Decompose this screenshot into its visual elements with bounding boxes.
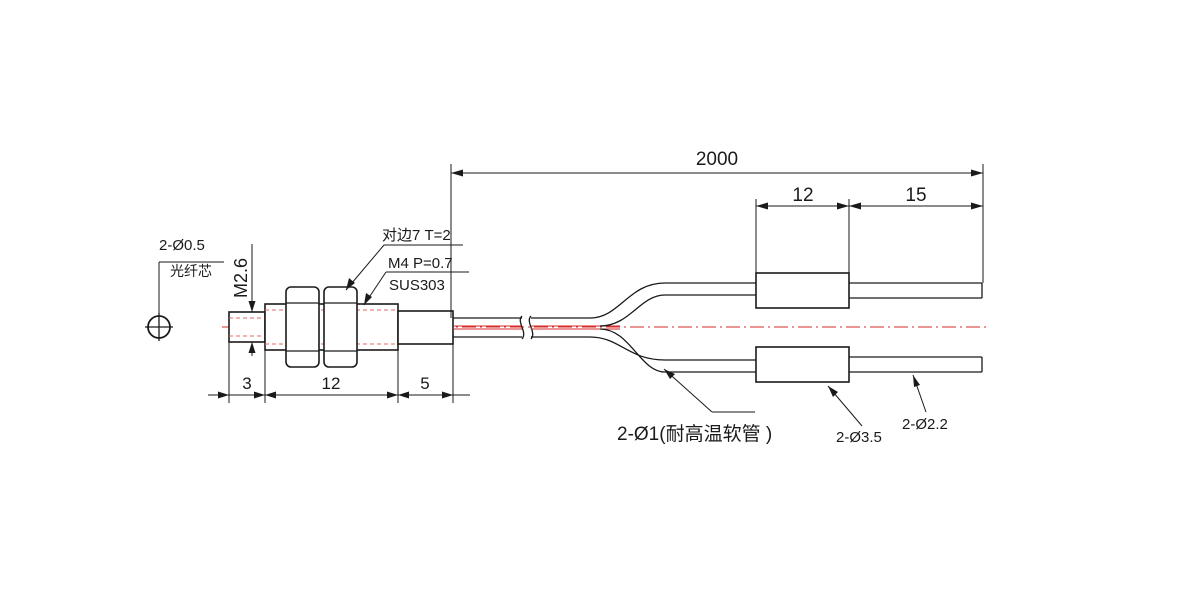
fiber-end-upper (849, 282, 983, 299)
dim-m26: M2.6 (231, 244, 256, 356)
dim-2000: 2000 (450, 149, 984, 318)
end-view-symbol (145, 262, 173, 341)
callout-thread-spec: M4 P=0.7 (388, 255, 453, 272)
hex-nut-left (285, 286, 320, 368)
fiber-cable-near (453, 315, 525, 340)
sleeve-upper (755, 272, 850, 309)
callout-material: SUS303 (389, 277, 445, 294)
callout-jacket: 2-Ø1(耐高温软管 ) (617, 368, 772, 445)
dim-sleeve-12: 12 (755, 185, 850, 273)
dim-2000-label: 2000 (696, 149, 738, 170)
callout-thread: M4 P=0.7 SUS303 (363, 255, 469, 306)
dim-bottom: 3 12 5 (208, 342, 470, 403)
callout-end-diameter: 2-Ø2.2 (902, 374, 948, 433)
callout-core-label: 光纤芯 (170, 263, 212, 279)
callout-jacket-label: 2-Ø1(耐高温软管 ) (617, 423, 772, 445)
callout-core: 2-Ø0.5 光纤芯 (159, 237, 224, 279)
dim-thread-12-label: 12 (322, 374, 341, 393)
sleeve-lower (755, 346, 850, 383)
probe-tip (228, 311, 266, 343)
dim-tip-15: 15 (849, 185, 983, 210)
callout-sleeve-diameter: 2-Ø3.5 (827, 385, 882, 446)
callout-nut-spec: 对边7 T=2 (382, 227, 451, 244)
callout-end-diameter-label: 2-Ø2.2 (902, 416, 948, 433)
dim-tip-label: 15 (905, 185, 926, 206)
fiber-end-lower (849, 356, 983, 373)
callout-core-diameter: 2-Ø0.5 (159, 237, 205, 254)
dim-tip-3-label: 3 (242, 374, 251, 393)
callout-sleeve-diameter-label: 2-Ø3.5 (836, 429, 882, 446)
hex-nut-right (323, 286, 358, 368)
dim-sleeve-label: 12 (792, 185, 813, 206)
dim-m26-label: M2.6 (231, 258, 251, 298)
fiber-cable-far (528, 282, 756, 373)
dim-ferrule-5-label: 5 (420, 374, 429, 393)
callout-nut: 对边7 T=2 (345, 227, 463, 291)
ferrule (397, 310, 454, 345)
